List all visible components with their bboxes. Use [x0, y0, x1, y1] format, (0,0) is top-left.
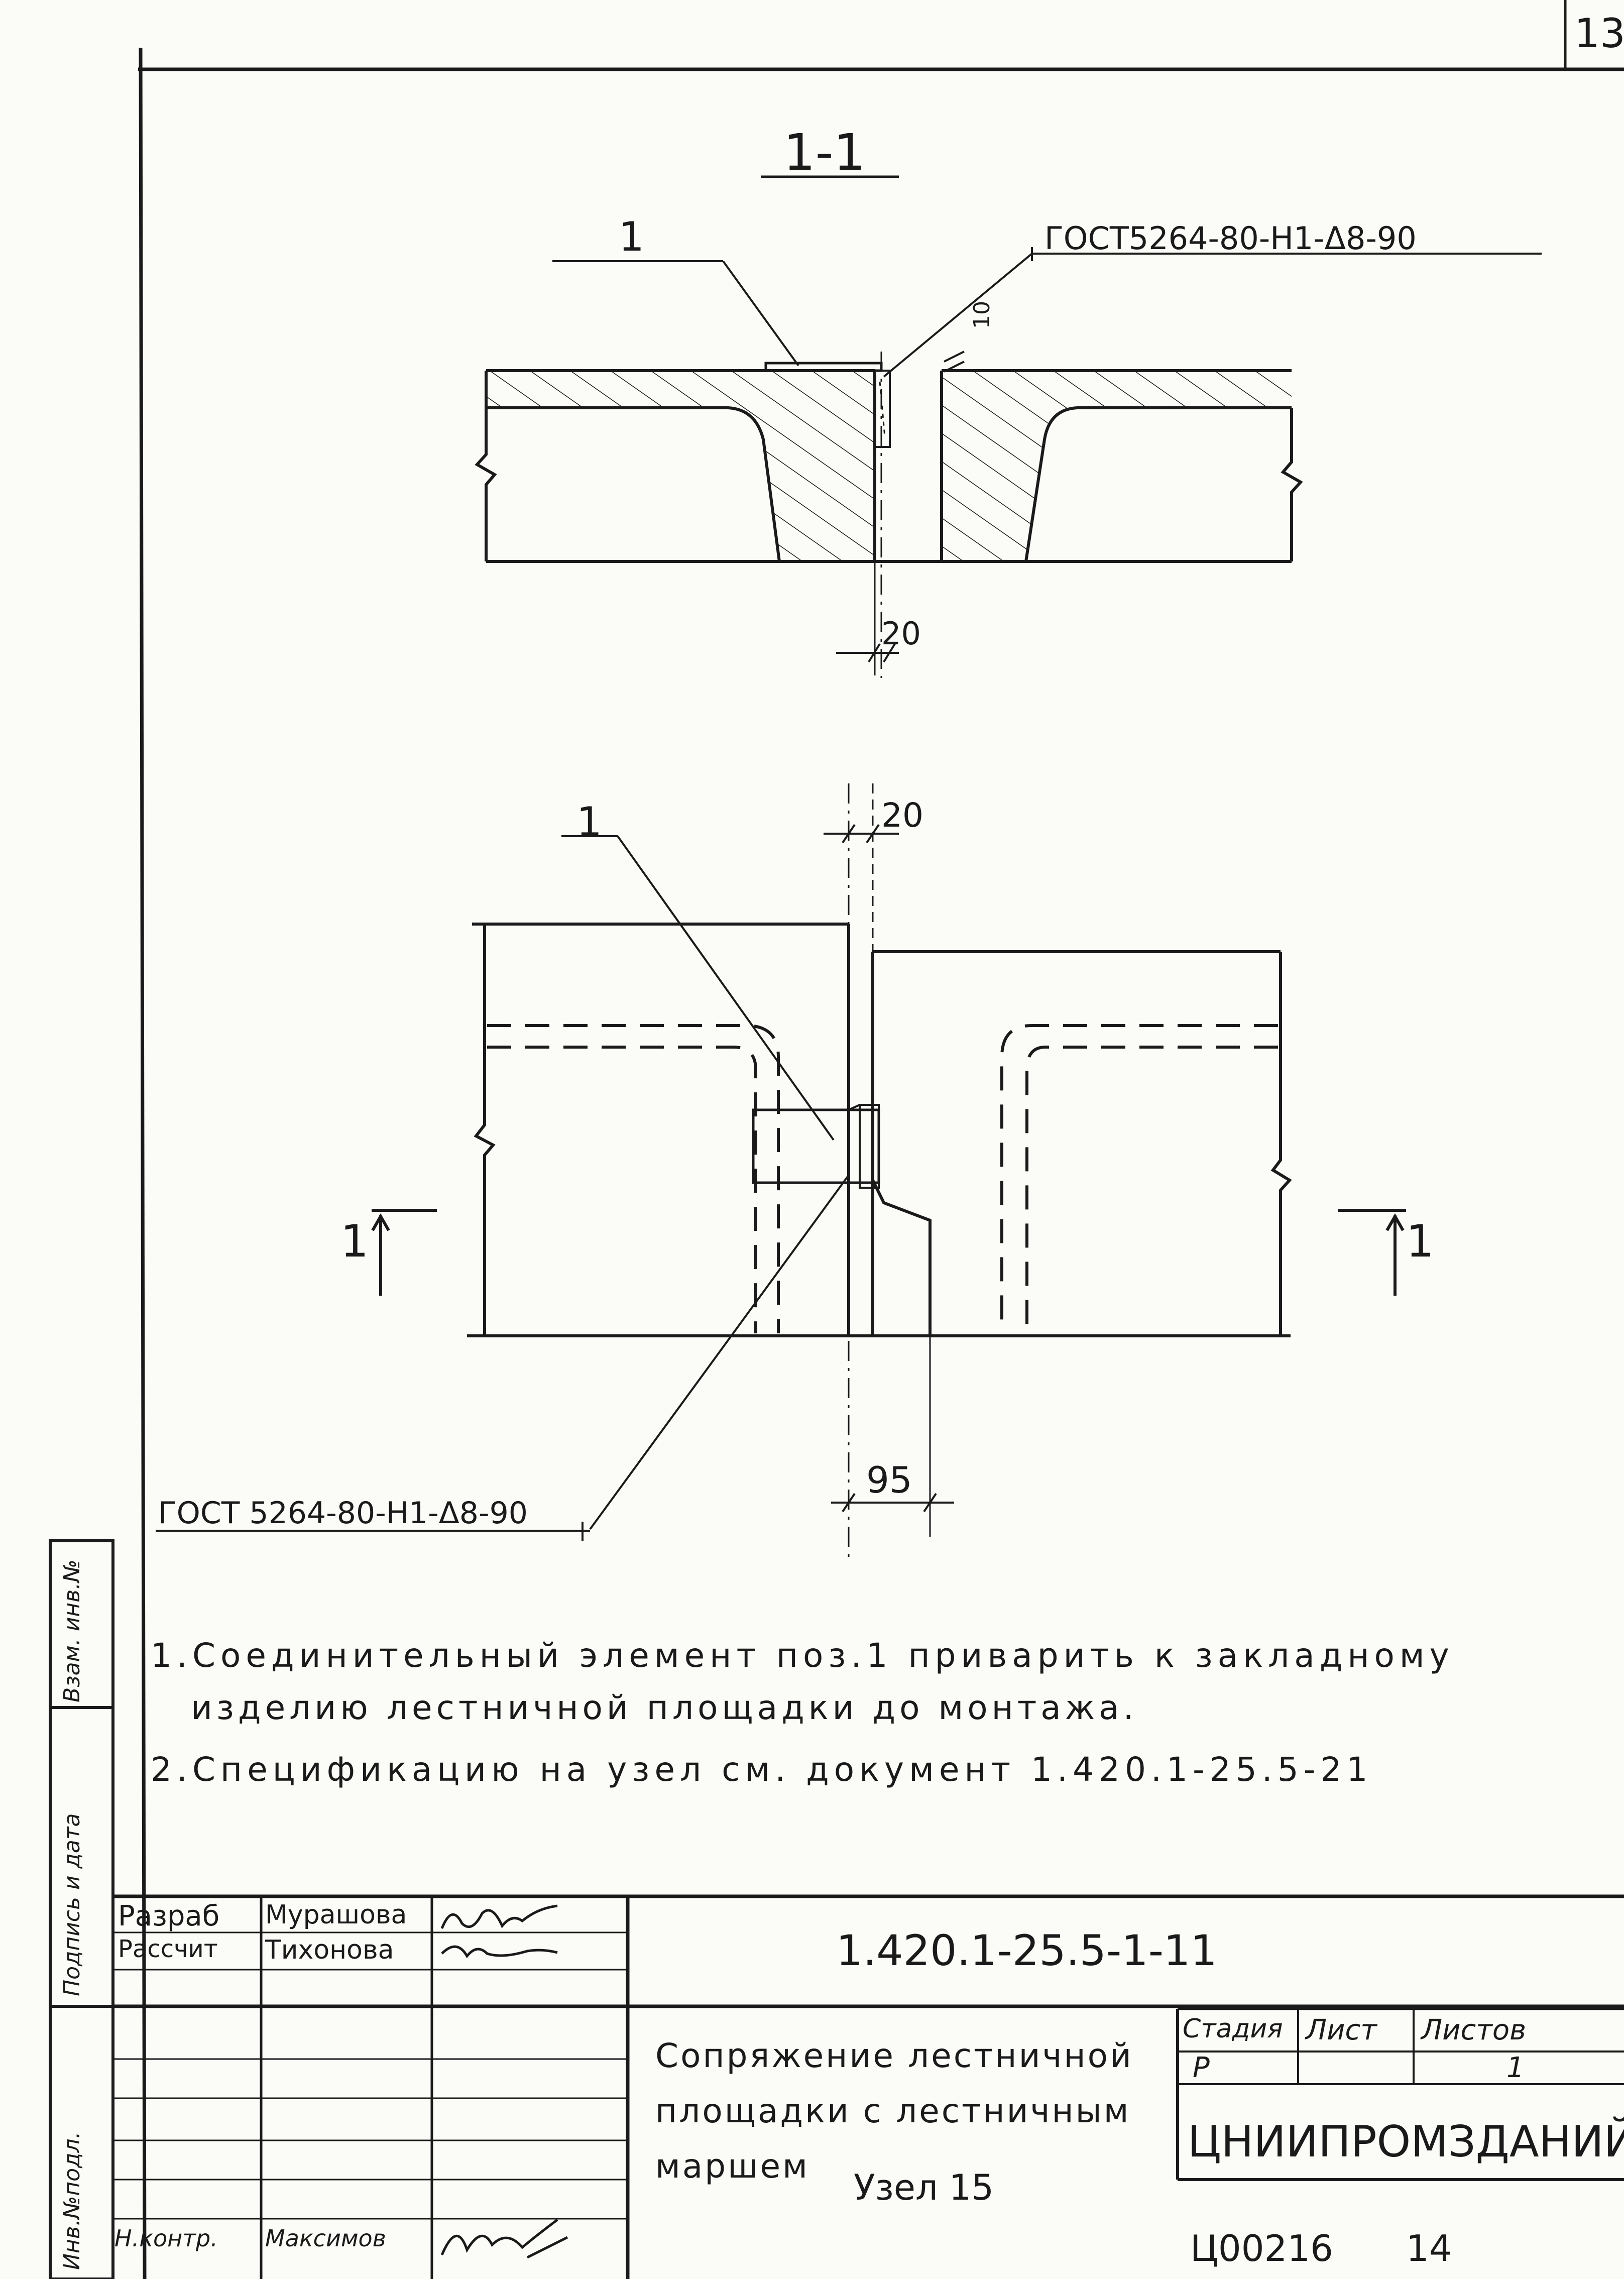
sheets-value: 1	[1506, 2052, 1525, 2084]
page-number: 13	[1574, 10, 1624, 57]
role-norm-control: Н.контр.	[114, 2225, 218, 2252]
section-marker-right: 1	[1406, 1215, 1434, 1267]
title-block-grid	[111, 1894, 1624, 2279]
stage-value: Р	[1193, 2052, 1210, 2084]
section-marker-left: 1	[340, 1215, 369, 1267]
role-developer: Разраб	[118, 1900, 220, 1932]
dim-section-gap: 20	[881, 615, 921, 652]
archive-page: 14	[1406, 2227, 1452, 2269]
side-stamp-sign-date: Подпись и дата	[59, 1813, 85, 1996]
right-slab-concrete	[942, 371, 1292, 561]
title-line-2: площадки с лестничным	[655, 2092, 1131, 2130]
side-stamp-grid	[49, 1539, 114, 2279]
plan-view	[156, 783, 1406, 1562]
name-norm-control: Максимов	[265, 2225, 386, 2252]
dim-gap-thickness: 10	[969, 301, 995, 329]
note-1-continued: изделию лестничной площадки до монтажа.	[191, 1688, 1138, 1727]
name-developer: Мурашова	[265, 1900, 407, 1930]
note-2: 2.Спецификацию на узел см. документ 1.42…	[151, 1750, 1373, 1789]
section-view	[475, 247, 1542, 678]
left-slab-concrete	[486, 371, 875, 561]
section-mark: 1-1	[783, 123, 866, 182]
node-label: Узел 15	[854, 2167, 994, 2208]
title-line-1: Сопряжение лестничной	[655, 2036, 1133, 2075]
leader-gost-plan: ГОСТ 5264-80-Н1-Δ8-90	[158, 1496, 528, 1531]
sheet-frame	[138, 0, 1624, 2279]
name-calculator: Тихонова	[265, 1935, 394, 1965]
archive-number: Ц00216	[1190, 2227, 1333, 2269]
leader-pos-plan: 1	[576, 799, 602, 845]
stage-header: Стадия	[1183, 2014, 1283, 2044]
dim-plan-gap: 20	[881, 796, 923, 835]
document-code: 1.420.1-25.5-1-11	[836, 1926, 1217, 1975]
signature-calculator	[441, 1945, 558, 1959]
title-line-3: маршем	[655, 2147, 809, 2186]
side-stamp-inv-orig: Инв.№подл.	[59, 2131, 85, 2270]
signature-developer	[440, 1904, 558, 1929]
side-stamp-inv-replace: Взам. инв.№	[59, 1559, 85, 1702]
leader-pos-top: 1	[619, 213, 644, 260]
leader-gost-top: ГОСТ5264-80-Н1-Δ8-90	[1045, 220, 1417, 257]
dim-plan-offset: 95	[866, 1459, 912, 1501]
sheets-header: Листов	[1421, 2014, 1527, 2046]
note-1: 1.Соединительный элемент поз.1 приварить…	[151, 1636, 1454, 1675]
organization: ЦНИИПРОМЗДАНИЙ	[1188, 2117, 1624, 2167]
sheet-header: Лист	[1306, 2014, 1377, 2046]
signature-norm-control	[440, 2219, 568, 2259]
role-calculator: Рассчит	[118, 1935, 218, 1963]
